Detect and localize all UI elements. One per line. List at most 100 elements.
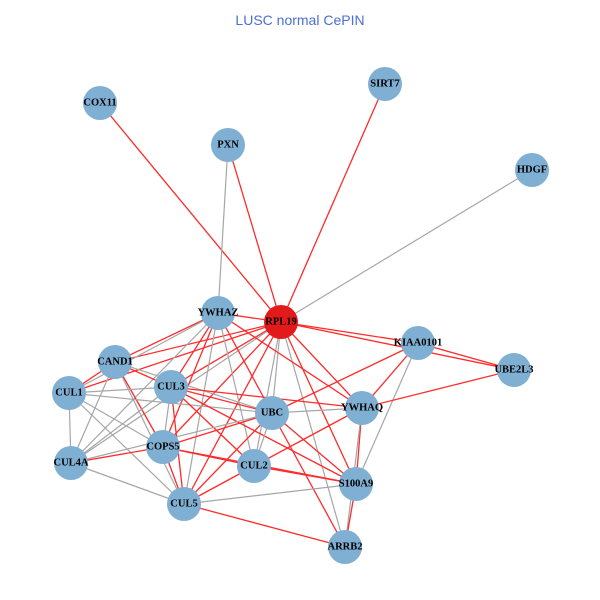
edge-rpl19-cul2 <box>253 321 282 467</box>
node-circle <box>328 530 362 564</box>
edge-rpl19-cand1 <box>114 321 282 363</box>
node-label: S100A9 <box>339 479 373 490</box>
node-circle <box>264 305 298 339</box>
node-label: UBE2L3 <box>494 365 533 376</box>
edge-ywhaq-ube2l3 <box>361 369 515 409</box>
edge-pxn-ywhaz <box>217 144 229 314</box>
edge-rpl19-cul5 <box>183 321 282 505</box>
node-label: COX11 <box>83 98 116 109</box>
edge-cul1-cops5 <box>68 392 164 448</box>
node-label: YWHAZ <box>198 308 239 319</box>
node-label: CUL4A <box>53 458 88 469</box>
edge-ubc-s100a9 <box>271 412 357 485</box>
edge-rpl19-ywhaq <box>280 321 363 409</box>
node-circle <box>497 353 531 387</box>
edge-cul2-s100a9 <box>253 465 357 485</box>
node-cul1[interactable]: CUL1 <box>52 376 86 410</box>
edge-ubc-kiaa0101 <box>271 342 419 414</box>
node-kiaa0101[interactable]: KIAA0101 <box>394 326 442 360</box>
node-label: CAND1 <box>97 357 133 368</box>
edge-cul3-s100a9 <box>170 386 357 485</box>
edge-cul3-cul4a <box>70 386 172 464</box>
edge-cul5-s100a9 <box>183 483 357 505</box>
node-label: RPL19 <box>265 317 297 328</box>
node-circle <box>52 376 86 410</box>
node-label: HDGF <box>517 165 547 176</box>
node-cops5[interactable]: COPS5 <box>146 430 180 464</box>
edge-rpl19-cops5 <box>162 321 282 448</box>
node-sirt7[interactable]: SIRT7 <box>368 67 402 101</box>
edge-ywhaz-ywhaq <box>217 312 363 409</box>
node-ube2l3[interactable]: UBE2L3 <box>494 353 534 387</box>
edge-cul1-cul3 <box>68 386 172 394</box>
node-circle <box>98 345 132 379</box>
node-pxn[interactable]: PXN <box>211 128 245 162</box>
node-label: ARRB2 <box>327 542 362 553</box>
diagram-title: LUSC normal CePIN <box>235 12 365 28</box>
node-ubc[interactable]: UBC <box>255 396 289 430</box>
edge-cand1-cul5 <box>114 361 185 505</box>
edge-rpl19-sirt7 <box>280 83 386 323</box>
edge-cand1-ubc <box>114 361 273 414</box>
edge-cul1-cul5 <box>68 392 185 505</box>
edge-ubc-cul5 <box>183 412 273 505</box>
node-circle <box>515 153 549 187</box>
node-circle <box>211 128 245 162</box>
node-hdgf[interactable]: HDGF <box>515 153 549 187</box>
node-s100a9[interactable]: S100A9 <box>339 467 373 501</box>
node-circle <box>201 296 235 330</box>
node-cul5[interactable]: CUL5 <box>167 487 201 521</box>
edge-ywhaz-cul2 <box>217 312 255 467</box>
edge-cul4a-cul5 <box>70 462 185 505</box>
node-label: CUL5 <box>170 499 197 510</box>
node-ywhaq[interactable]: YWHAQ <box>341 391 383 425</box>
node-circle <box>339 467 373 501</box>
edge-ywhaz-ubc <box>217 312 273 414</box>
node-circle <box>345 391 379 425</box>
node-label: CUL2 <box>240 461 267 472</box>
edge-rpl19-kiaa0101 <box>280 321 419 344</box>
node-circle <box>167 487 201 521</box>
node-label: COPS5 <box>146 442 179 453</box>
edge-rpl19-hdgf <box>280 169 533 323</box>
node-rpl19[interactable]: RPL19 <box>264 305 298 339</box>
node-label: UBC <box>261 408 283 419</box>
node-cul4a[interactable]: CUL4A <box>53 446 89 480</box>
edge-ywhaq-cul2 <box>253 407 363 467</box>
edge-kiaa0101-s100a9 <box>355 342 419 485</box>
node-circle <box>54 446 88 480</box>
node-circle <box>401 326 435 360</box>
node-arrb2[interactable]: ARRB2 <box>327 530 363 564</box>
node-circle <box>146 430 180 464</box>
node-label: CUL3 <box>157 382 184 393</box>
edge-rpl19-cul3 <box>170 321 282 388</box>
node-cox11[interactable]: COX11 <box>83 86 117 120</box>
node-cul3[interactable]: CUL3 <box>154 370 188 404</box>
edge-ywhaz-cul1 <box>68 312 219 394</box>
edge-cand1-cul4a <box>70 361 116 464</box>
node-circle <box>154 370 188 404</box>
edge-cul3-ubc <box>170 386 273 414</box>
edge-rpl19-ube2l3 <box>280 321 515 371</box>
node-circle <box>368 67 402 101</box>
node-label: PXN <box>217 140 239 151</box>
edges-layer <box>68 83 533 548</box>
edge-ywhaz-cul5 <box>183 312 219 505</box>
edge-ywhaz-cand1 <box>114 312 219 363</box>
node-ywhaz[interactable]: YWHAZ <box>198 296 239 330</box>
edge-rpl19-cox11 <box>99 102 282 323</box>
node-circle <box>83 86 117 120</box>
node-cul2[interactable]: CUL2 <box>237 449 271 483</box>
edge-rpl19-pxn <box>227 144 282 323</box>
node-cand1[interactable]: CAND1 <box>97 345 133 379</box>
node-label: YWHAQ <box>341 403 383 414</box>
node-label: KIAA0101 <box>394 338 442 349</box>
edge-cops5-ubc <box>162 412 273 448</box>
edge-ywhaz-cops5 <box>162 312 219 448</box>
edge-ubc-arrb2 <box>271 412 346 548</box>
node-label: CUL1 <box>55 388 82 399</box>
edge-cul5-arrb2 <box>183 503 346 548</box>
node-label: SIRT7 <box>370 79 399 90</box>
